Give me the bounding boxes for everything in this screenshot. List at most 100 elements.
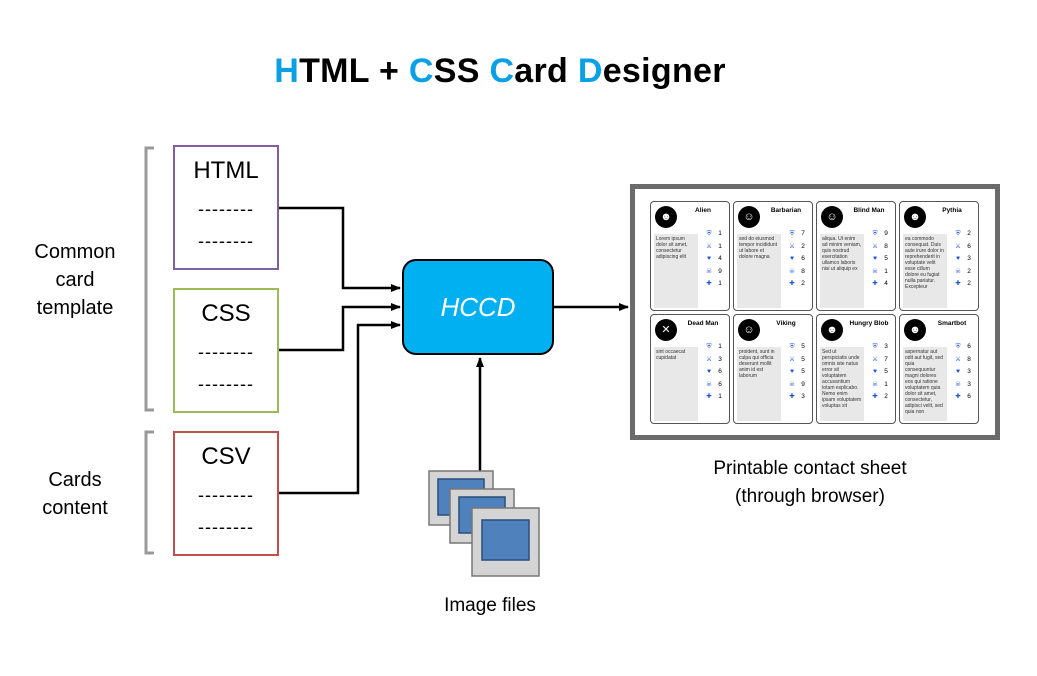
stat-row: ✚1 [703, 278, 729, 291]
css-file-box: CSS -------- -------- [173, 288, 279, 413]
title-segment: H [274, 52, 300, 90]
card-text: proident, sunt in culpa qui officia dese… [737, 347, 781, 421]
heart-icon: ♥ [790, 255, 794, 262]
stat-value: 6 [967, 242, 971, 250]
cross-icon: ✚ [872, 393, 878, 400]
stat-row: ☠9 [703, 266, 729, 279]
contact-sheet-caption-line2: (through browser) [735, 486, 885, 507]
content-label-line1: Cards [48, 469, 102, 491]
stat-row: ⛨1 [703, 228, 729, 241]
stat-row: ✚1 [703, 391, 729, 404]
stat-row: ☠3 [952, 379, 978, 392]
hccd-label: HCCD [440, 291, 516, 322]
swords-icon: ⚔ [789, 242, 795, 250]
stat-value: 6 [967, 393, 971, 400]
stat-value: 3 [967, 368, 971, 375]
template-label-line3: template [36, 297, 114, 319]
card-name: Smartbot [937, 320, 967, 327]
stat-value: 2 [801, 242, 805, 250]
card-name: Dead Man [687, 320, 719, 327]
stat-row: ⛨6 [952, 341, 978, 354]
csv-placeholder-line: -------- [198, 517, 254, 537]
stat-row: ✚2 [869, 391, 895, 404]
card-stats: ⛨1⚔1♥4☠9✚1 [703, 228, 729, 291]
title-segment: ard [514, 52, 578, 90]
dead-man-icon: ✕ [655, 319, 677, 341]
template-label-line1: Common [34, 241, 116, 263]
shield-icon: ⛨ [872, 343, 878, 350]
css-connector [279, 303, 401, 352]
stat-value: 9 [884, 230, 888, 237]
skull-icon: ☠ [872, 267, 878, 275]
stat-value: 5 [801, 343, 805, 350]
skull-icon: ☠ [706, 380, 712, 388]
skull-icon: ☠ [706, 267, 712, 275]
shield-icon: ⛨ [706, 230, 712, 237]
stat-row: ♥5 [786, 366, 812, 379]
smartbot-icon: ☻ [904, 319, 926, 341]
html-file-box: HTML -------- -------- [173, 145, 279, 270]
card-stats: ⛨2⚔6♥3☠2✚2 [952, 228, 978, 291]
cross-icon: ✚ [872, 280, 878, 287]
heart-icon: ♥ [873, 368, 877, 375]
content-label-line2: content [42, 497, 108, 519]
hungry-blob-icon: ☻ [821, 319, 843, 341]
title-segment: C [489, 52, 515, 90]
stat-value: 1 [718, 343, 722, 350]
contact-sheet-caption-line1: Printable contact sheet [713, 458, 907, 479]
card-name: Hungry Blob [849, 320, 889, 327]
stat-value: 8 [884, 242, 888, 250]
stat-row: ⚔8 [869, 241, 895, 254]
skull-icon: ☠ [955, 267, 961, 275]
stat-row: ✚2 [786, 278, 812, 291]
heart-icon: ♥ [790, 368, 794, 375]
stat-row: ✚2 [952, 278, 978, 291]
skull-icon: ☠ [789, 380, 795, 388]
card-stats: ⛨5⚔5♥5☠9✚3 [786, 341, 812, 404]
stat-value: 3 [967, 380, 971, 388]
stat-row: ✚4 [869, 278, 895, 291]
shield-icon: ⛨ [706, 343, 712, 350]
content-group-label: Cards content [20, 466, 130, 522]
stat-row: ♥6 [786, 253, 812, 266]
contact-sheet-caption: Printable contact sheet (through browser… [660, 455, 960, 511]
stat-row: ⛨3 [869, 341, 895, 354]
html-file-label: HTML [193, 157, 259, 184]
heart-icon: ♥ [956, 255, 960, 262]
stat-value: 1 [718, 280, 722, 287]
skull-icon: ☠ [955, 380, 961, 388]
image-files-icon [428, 470, 540, 577]
html-placeholder-line: -------- [198, 199, 254, 219]
stat-value: 7 [884, 355, 888, 363]
stat-row: ♥3 [952, 366, 978, 379]
stat-row: ⚔6 [952, 241, 978, 254]
stat-row: ⛨2 [952, 228, 978, 241]
stat-row: ☠6 [703, 379, 729, 392]
card-name: Alien [695, 207, 711, 214]
stat-row: ♥6 [703, 366, 729, 379]
stat-row: ☠8 [786, 266, 812, 279]
card-text: Lorem ipsum dolor sit amet, consectetur … [654, 234, 698, 308]
stat-value: 1 [718, 230, 722, 237]
shield-icon: ⛨ [955, 230, 961, 237]
stat-value: 3 [884, 343, 888, 350]
swords-icon: ⚔ [872, 355, 878, 363]
cross-icon: ✚ [955, 393, 961, 400]
alien-icon: ☻ [655, 206, 677, 228]
stat-value: 5 [884, 255, 888, 262]
card-stats: ⛨6⚔8♥3☠3✚6 [952, 341, 978, 404]
card-name: Pythia [942, 207, 962, 214]
cross-icon: ✚ [706, 393, 712, 400]
stat-value: 2 [801, 280, 805, 287]
csv-placeholder-line: -------- [198, 485, 254, 505]
skull-icon: ☠ [789, 267, 795, 275]
stat-value: 1 [718, 242, 722, 250]
swords-icon: ⚔ [955, 242, 961, 250]
